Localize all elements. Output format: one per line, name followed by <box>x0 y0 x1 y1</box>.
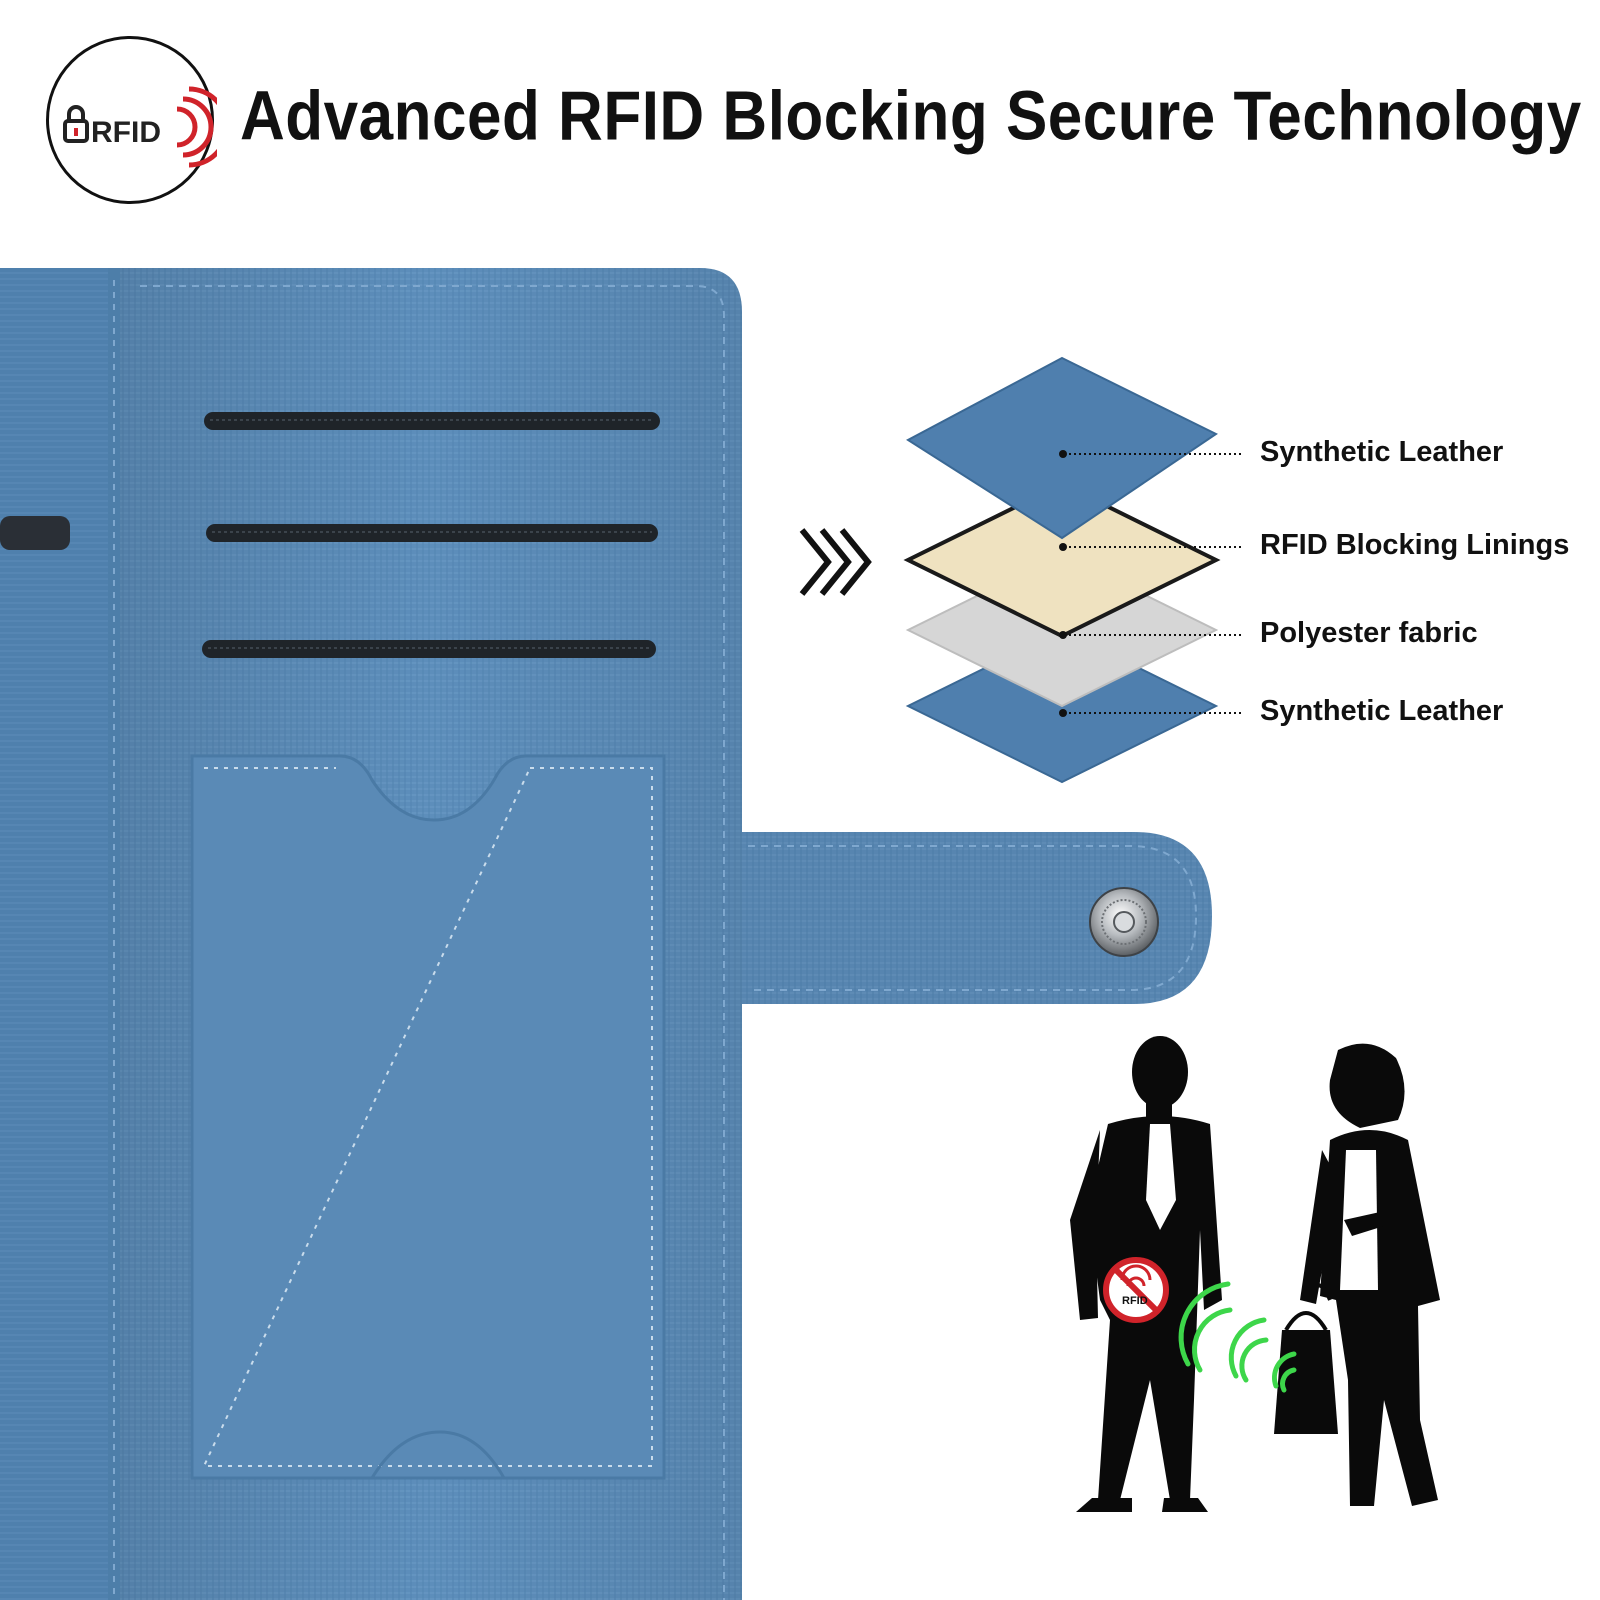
left-card-slot <box>0 516 70 550</box>
triple-chevron-right-icon <box>799 528 872 596</box>
rfid-blocked-text: RFID <box>1122 1295 1148 1307</box>
wallet-left-panel <box>0 268 120 1600</box>
material-layers-diagram <box>903 356 1244 784</box>
layer-label-rfid-blocking-linings: RFID Blocking Linings <box>1260 529 1570 561</box>
badge-text: RFID <box>91 116 161 149</box>
wireless-signal-icon <box>1178 1281 1297 1393</box>
card-slots <box>202 412 660 658</box>
businesswoman-silhouette <box>1274 1043 1440 1506</box>
snap-button-icon <box>1089 887 1159 957</box>
id-pocket <box>190 754 666 1480</box>
wallet-strap <box>742 832 1212 1004</box>
layer-label-synthetic-leather-bottom: Synthetic Leather <box>1260 695 1504 727</box>
page-title: Advanced RFID Blocking Secure Technology <box>240 77 1582 156</box>
rfid-blocked-icon: RFID <box>1103 1257 1169 1323</box>
layer-leather-top <box>906 356 1218 540</box>
layer-label-synthetic-leather-top: Synthetic Leather <box>1260 436 1504 468</box>
rfid-lock-icon: RFID <box>63 86 217 168</box>
rfid-badge-icon: RFID <box>46 36 217 204</box>
layer-label-polyester-fabric: Polyester fabric <box>1260 617 1478 649</box>
